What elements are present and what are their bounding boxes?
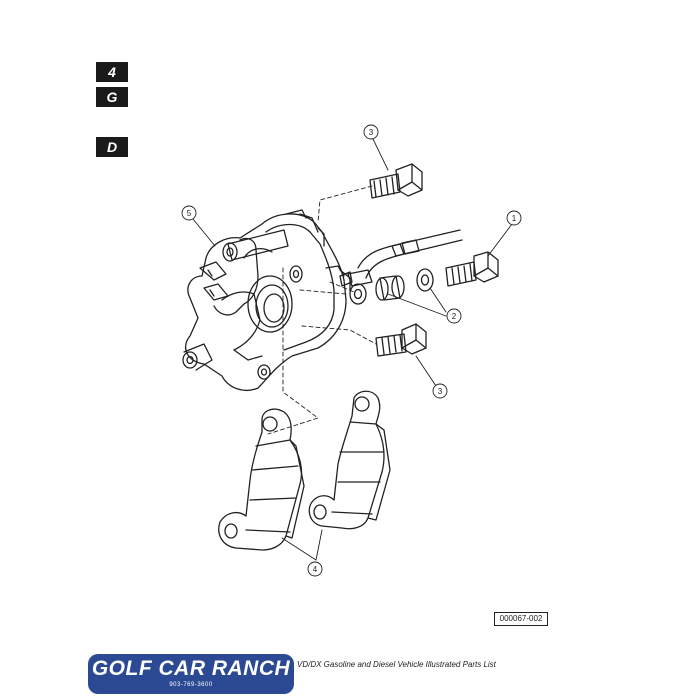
callout-5: 5 [187, 209, 192, 218]
bolt-right [445, 251, 499, 287]
bolt-top [369, 163, 423, 199]
callout-circles [181, 124, 522, 577]
brake-pad-right [308, 390, 391, 530]
callout-1: 1 [512, 214, 517, 223]
logo-wordmark: GOLF CAR RANCH [91, 657, 291, 680]
washers [349, 268, 434, 305]
figure-id-box: 000067-002 [494, 612, 548, 626]
section-tab-4: 4 [96, 62, 128, 82]
callout-3-bottom: 3 [438, 387, 443, 396]
section-tab-d: D [96, 137, 128, 157]
bolt-bottom [375, 323, 427, 357]
caliper-body [182, 209, 353, 391]
callout-4: 4 [313, 565, 318, 574]
brake-pad-left [218, 408, 305, 551]
footer-caption: VD/DX Gasoline and Diesel Vehicle Illust… [297, 660, 496, 669]
brake-hose [347, 229, 463, 287]
callout-2: 2 [452, 312, 457, 321]
golf-car-ranch-logo: GOLF CAR RANCH 903-769-3600 [88, 654, 294, 694]
section-tab-g: G [96, 87, 128, 107]
logo-phone: 903-769-3600 [169, 682, 213, 688]
callout-3-top: 3 [369, 128, 374, 137]
callout-leaders [192, 138, 513, 561]
